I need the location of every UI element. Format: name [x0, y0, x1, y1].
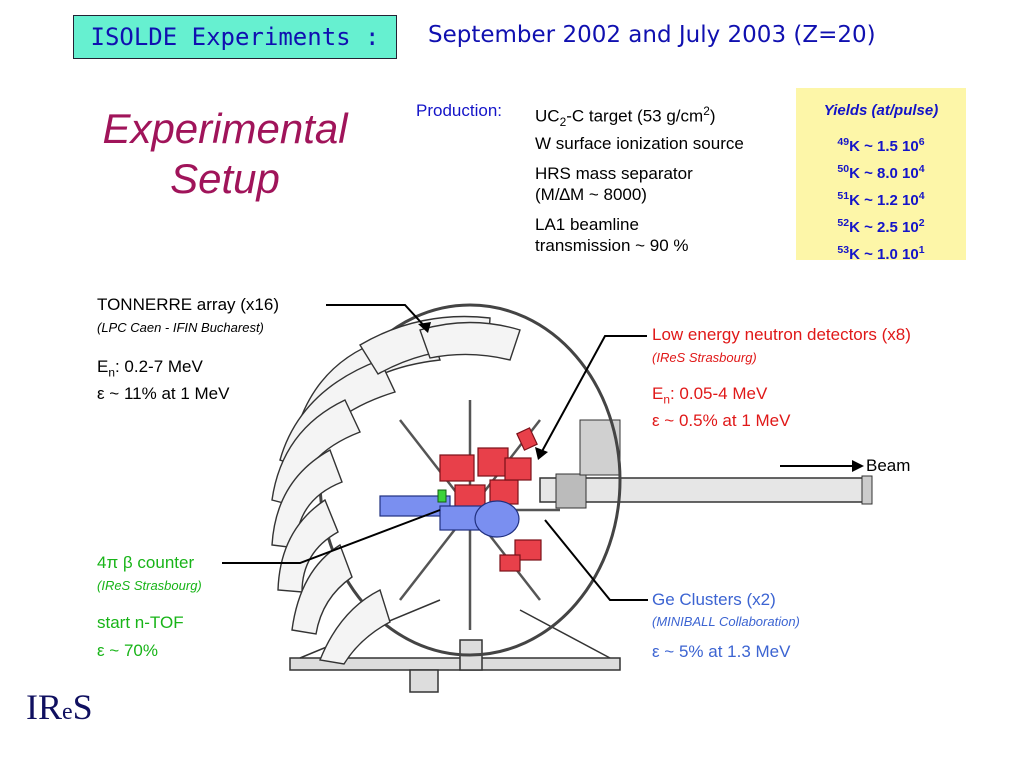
low-energy-detectors	[439, 427, 542, 572]
yield-item: 50K ~ 8.0 104	[837, 163, 925, 182]
beam-label: Beam	[866, 456, 911, 475]
yield-item: 51K ~ 1.2 104	[837, 190, 925, 209]
ge-clusters	[379, 495, 520, 538]
leader-lines	[222, 304, 858, 601]
title-line-2: Setup	[170, 155, 280, 202]
header-box-label: ISOLDE Experiments :	[90, 23, 380, 51]
yields-box: Yields (at/pulse) 49K ~ 1.5 106 50K ~ 8.…	[796, 88, 966, 263]
tonnerre-efficiency: ε ~ 11% at 1 MeV	[97, 384, 230, 403]
low-energy-name: Low energy neutron detectors (x8)	[652, 325, 911, 344]
page-title: Experimental Setup	[80, 104, 370, 204]
production-transmission: transmission ~ 90 %	[535, 236, 689, 256]
low-energy-efficiency: ε ~ 0.5% at 1 MeV	[652, 411, 791, 430]
production-label: Production:	[416, 101, 502, 120]
ires-logo: IReS	[26, 687, 93, 727]
production-beamline: LA1 beamline	[535, 215, 639, 235]
yield-item: 49K ~ 1.5 106	[837, 136, 925, 155]
tonnerre-lab: (LPC Caen - IFIN Bucharest)	[97, 320, 264, 335]
tonnerre-name: TONNERRE array (x16)	[97, 295, 279, 314]
ge-clusters-name: Ge Clusters (x2)	[652, 590, 776, 609]
beam-pipe	[539, 419, 873, 509]
beta-counter-role: start n-TOF	[97, 613, 184, 632]
yield-item: 53K ~ 1.0 101	[837, 244, 925, 263]
support-frame	[289, 599, 621, 693]
yield-item: 52K ~ 2.5 102	[837, 217, 925, 236]
arrow-heads	[418, 322, 864, 472]
header-dates: September 2002 and July 2003 (Z=20)	[428, 22, 876, 48]
production-separator: HRS mass separator	[535, 164, 693, 184]
beta-counter-efficiency: ε ~ 70%	[97, 641, 158, 660]
production-details: UC2-C target (53 g/cm2) W surface ioniza…	[535, 101, 795, 256]
tonnerre-modules	[271, 315, 521, 665]
production-resolution: (M/∆M ~ 8000)	[535, 185, 647, 205]
ge-clusters-efficiency: ε ~ 5% at 1.3 MeV	[652, 642, 791, 661]
yields-heading: Yields (at/pulse)	[823, 102, 939, 119]
ge-clusters-lab: (MINIBALL Collaboration)	[652, 614, 800, 629]
title-line-1: Experimental	[102, 105, 348, 152]
low-energy-energy: En: 0.05-4 MeV	[652, 384, 768, 407]
tonnerre-energy: En: 0.2-7 MeV	[97, 357, 203, 380]
production-source: W surface ionization source	[535, 134, 744, 154]
header-box: ISOLDE Experiments :	[73, 15, 397, 59]
beta-counter-lab: (IReS Strasbourg)	[97, 578, 202, 593]
beta-counter-name: 4π β counter	[97, 553, 195, 572]
production-target: UC2-C target (53 g/cm2)	[535, 104, 716, 130]
beta-counter	[437, 489, 447, 503]
low-energy-lab: (IReS Strasbourg)	[652, 350, 757, 365]
